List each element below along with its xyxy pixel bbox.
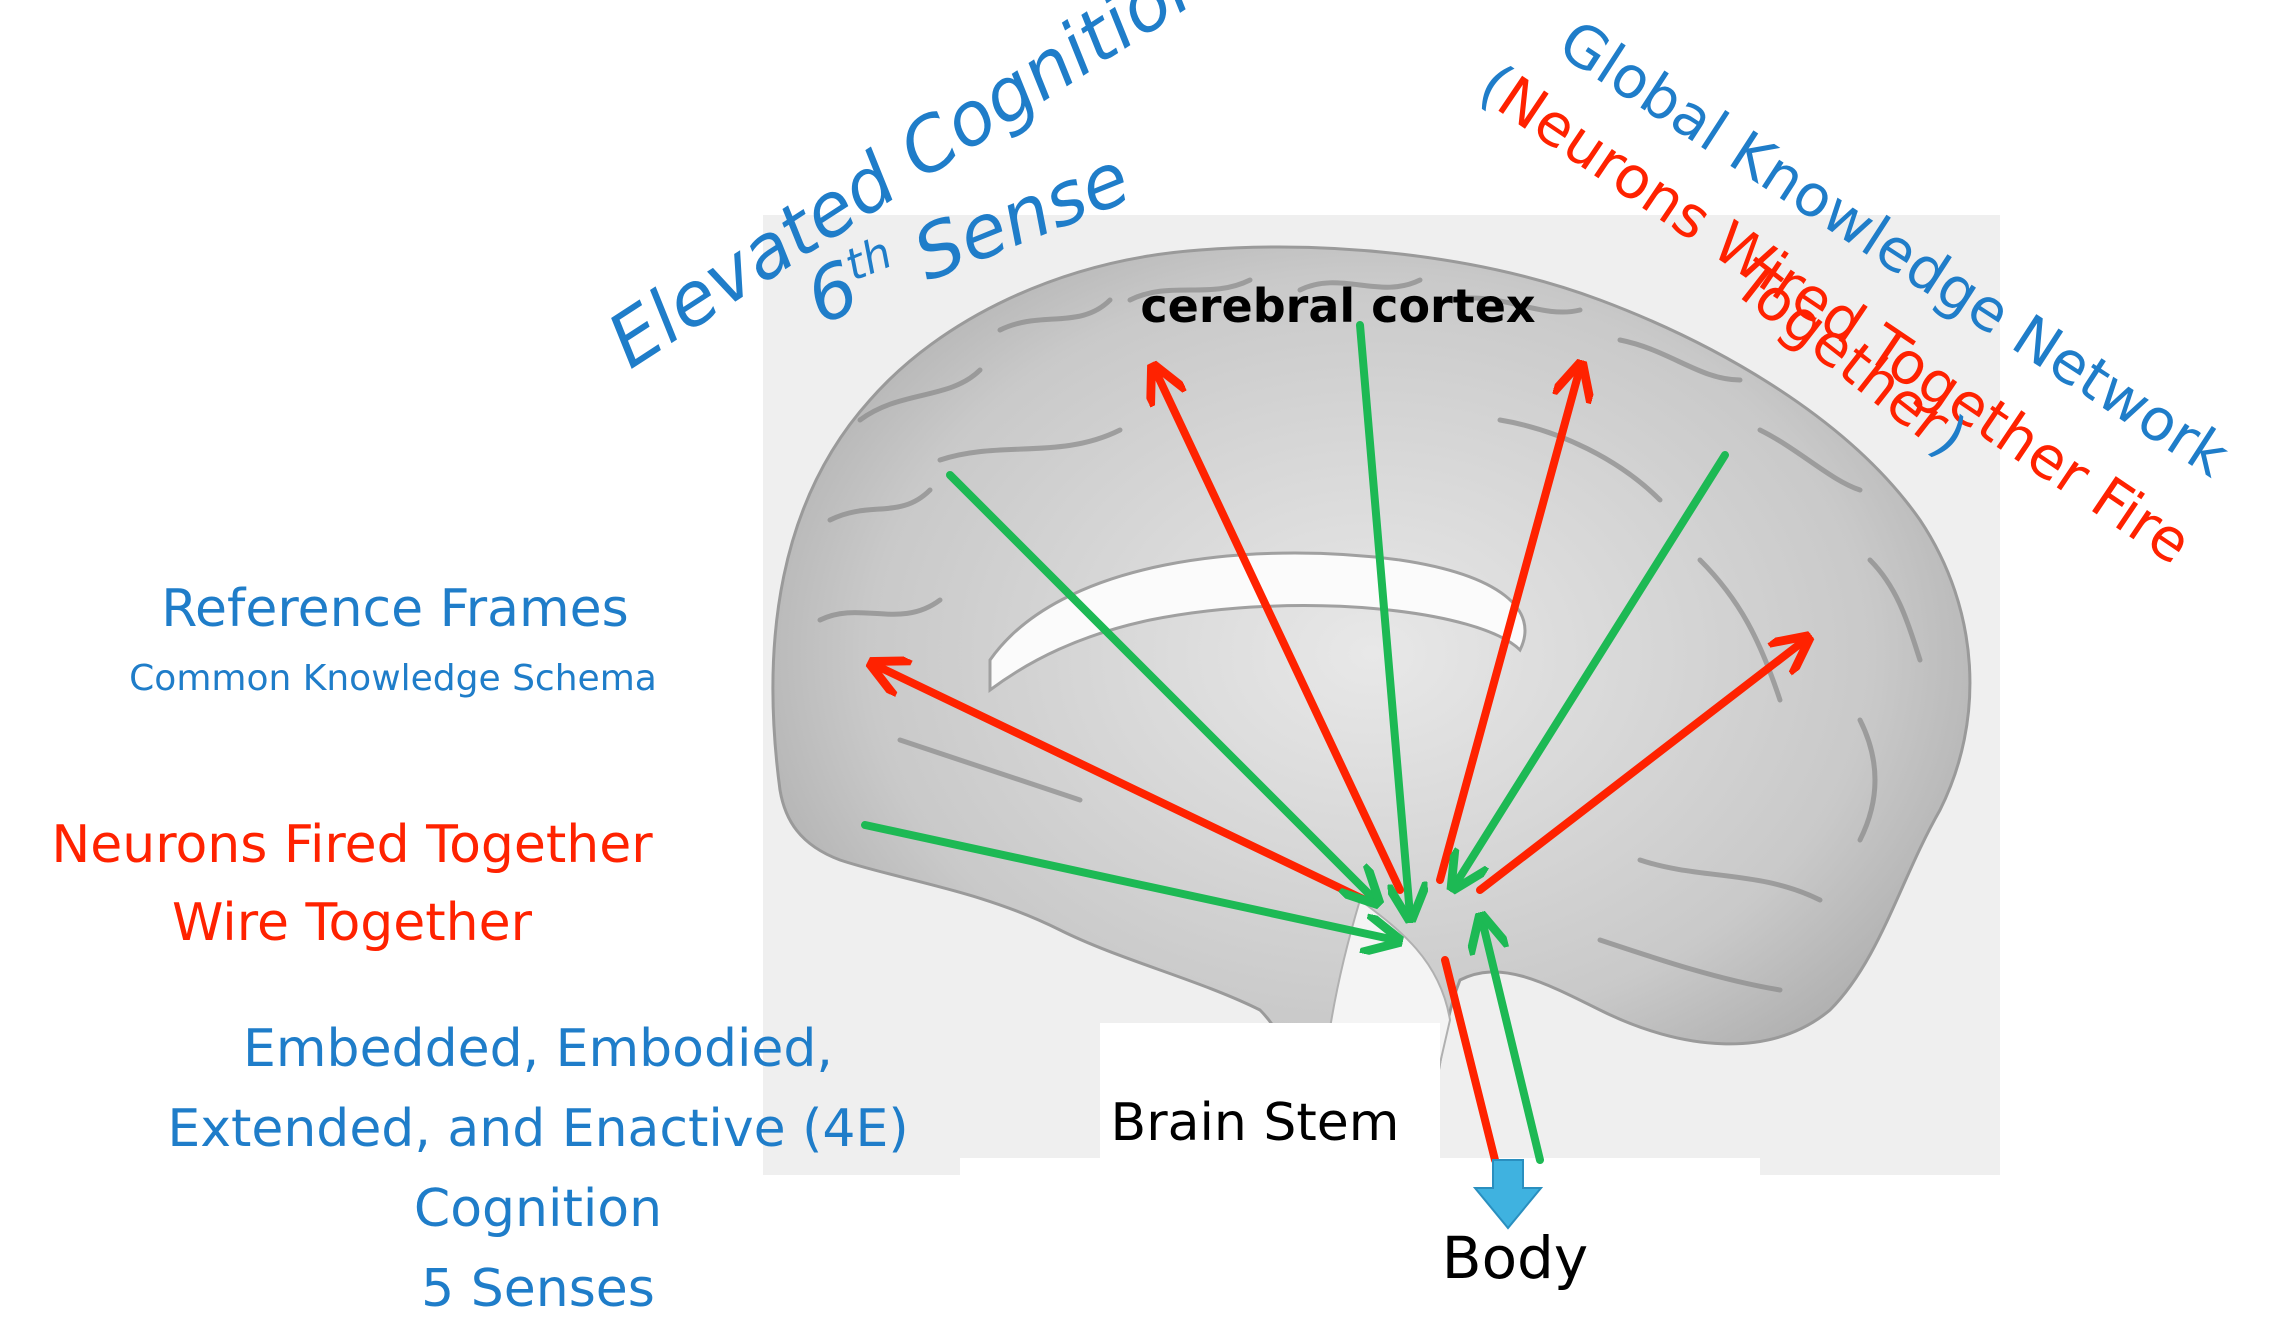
green-arrow-from-parietal xyxy=(1455,451,1729,885)
corpus-callosum xyxy=(988,551,1527,693)
brain-stem-label-bg xyxy=(1100,1023,1440,1158)
embedded-embodied-label: Embedded, Embodied, xyxy=(243,1019,833,1079)
brain-gyri xyxy=(817,277,1923,993)
reference-frames-label: Reference Frames xyxy=(161,579,629,639)
red-arrows xyxy=(875,368,1805,1164)
neurons-fired-together-label: Neurons Fired Together xyxy=(51,815,653,875)
cerebral-cortex-label: cerebral cortex xyxy=(1140,279,1535,333)
red-arrow-superior-left xyxy=(1155,370,1404,894)
body-label-bg xyxy=(960,1158,1760,1339)
body-label: Body xyxy=(1442,1224,1588,1292)
red-arrow-brainstem xyxy=(1441,956,1499,1164)
common-knowledge-schema-label: Common Knowledge Schema xyxy=(129,658,657,699)
extended-enactive-label: Extended, and Enactive (4E) xyxy=(167,1099,908,1159)
green-arrow-from-frontal-lower xyxy=(861,821,1395,940)
red-arrow-superior-right xyxy=(1436,368,1580,884)
brain-stem-label: Brain Stem xyxy=(1111,1093,1400,1153)
red-arrow-posterior xyxy=(1476,640,1805,894)
green-arrow-from-superior xyxy=(1356,321,1410,915)
green-arrows xyxy=(861,321,1729,1164)
cognition-label: Cognition xyxy=(414,1179,662,1239)
red-arrow-frontal xyxy=(875,665,1369,904)
green-arrow-from-body xyxy=(1482,920,1544,1164)
body-down-arrow xyxy=(1472,1159,1544,1230)
brain-illustration xyxy=(771,245,1972,1152)
bottom-right-bg xyxy=(1760,1175,2293,1339)
green-arrow-from-frontal-upper xyxy=(946,471,1375,900)
five-senses-label: 5 Senses xyxy=(421,1259,655,1319)
wire-together-label: Wire Together xyxy=(172,893,533,953)
